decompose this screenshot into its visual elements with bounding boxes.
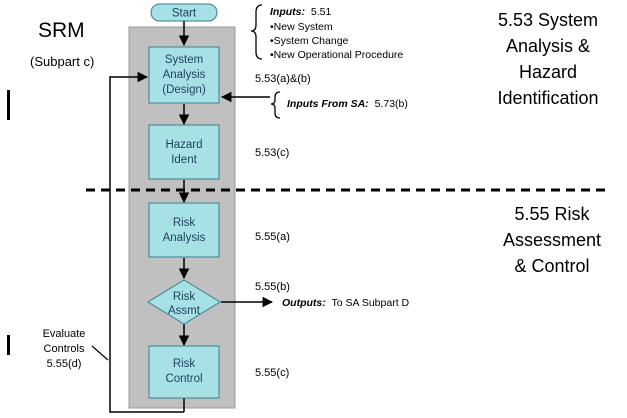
page-subtitle: (Subpart c) [30,54,94,69]
ref-risk-analysis: 5.55(a) [255,231,290,243]
svg-text:System: System [165,54,203,66]
risk-control-node: Risk Control [148,345,220,399]
evaluate-controls-line1: Evaluate [43,328,86,340]
risk-analysis-node: Risk Analysis [148,202,220,258]
page-title: SRM [38,19,85,42]
evaluate-pointer [91,345,109,361]
left-mark-bottom [7,335,10,355]
section-lower-line1: 5.55 Risk [514,204,590,224]
outputs-text: Outputs: To SA Subpart D [282,297,410,309]
feedback-loop-line [109,71,184,413]
risk-assmt-node: Risk Assmt [147,279,221,325]
svg-text:Analysis: Analysis [163,232,206,244]
svg-text:(Design): (Design) [162,84,206,96]
evaluate-controls-line3: 5.55(d) [47,358,82,370]
section-upper-line1: 5.53 System [498,10,598,30]
svg-text:Risk: Risk [173,217,196,229]
section-lower-line3: & Control [514,256,589,276]
svg-text:Control: Control [165,373,202,385]
hazard-ident-node: Hazard Ident [148,124,220,180]
inputs-from-sa-brace [270,91,281,119]
inputs-item-new-system: •New System [270,21,333,33]
left-mark-top [7,90,10,120]
section-upper-line3: Hazard [519,62,577,82]
svg-text:Hazard: Hazard [165,139,202,151]
svg-text:Start: Start [172,8,197,20]
inputs-item-new-op-procedure: •New Operational Procedure [270,49,403,61]
inputs-heading: Inputs: 5.51 [270,6,332,18]
inputs-brace [250,4,263,60]
section-lower-line2: Assessment [503,230,601,250]
svg-text:Analysis: Analysis [163,69,206,81]
svg-text:Risk: Risk [173,358,196,370]
inputs-item-system-change: •System Change [270,35,349,47]
start-node: Start [150,3,218,22]
evaluate-controls-line2: Controls [44,343,85,355]
inputs-from-sa-text: Inputs From SA: 5.73(b) [287,98,408,110]
ref-risk-control: 5.55(c) [255,367,289,379]
svg-text:Ident: Ident [171,154,197,166]
section-upper-line2: Analysis & [506,36,590,56]
ref-risk-assmt: 5.55(b) [255,281,290,293]
svg-text:Assmt: Assmt [168,305,201,317]
ref-system-analysis: 5.53(a)&(b) [255,73,311,85]
section-upper-line4: Identification [497,88,598,108]
ref-hazard: 5.53(c) [255,147,289,159]
system-analysis-node: System Analysis (Design) [148,46,220,104]
svg-text:Risk: Risk [173,291,196,303]
